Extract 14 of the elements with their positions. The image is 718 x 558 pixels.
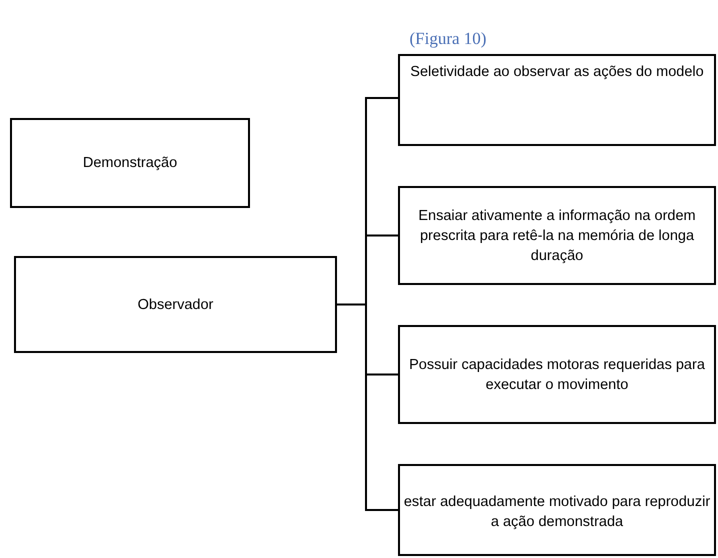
text-box (10, 118, 250, 208)
text-box (398, 325, 716, 424)
box-text: Possuir capacidades motoras requeridas para executar o movimento (408, 356, 706, 394)
text-box (398, 464, 716, 556)
box-text: Observador (138, 296, 214, 314)
box-text: Ensaiar ativamente a informação na ordem prescrita para retê-la na memória de longa duração (417, 206, 697, 266)
text-box (398, 186, 716, 285)
box-text: Seletividade ao observar as ações do modelo (410, 63, 704, 82)
text-box (14, 256, 337, 353)
figure-title: (Figura 10) (408, 28, 488, 50)
box-text: estar adequadamente motivado para reproduzir a ação demonstrada (402, 493, 712, 532)
box-text: Demonstração (82, 154, 178, 173)
connector-line (337, 304, 398, 511)
text-box (398, 54, 716, 146)
